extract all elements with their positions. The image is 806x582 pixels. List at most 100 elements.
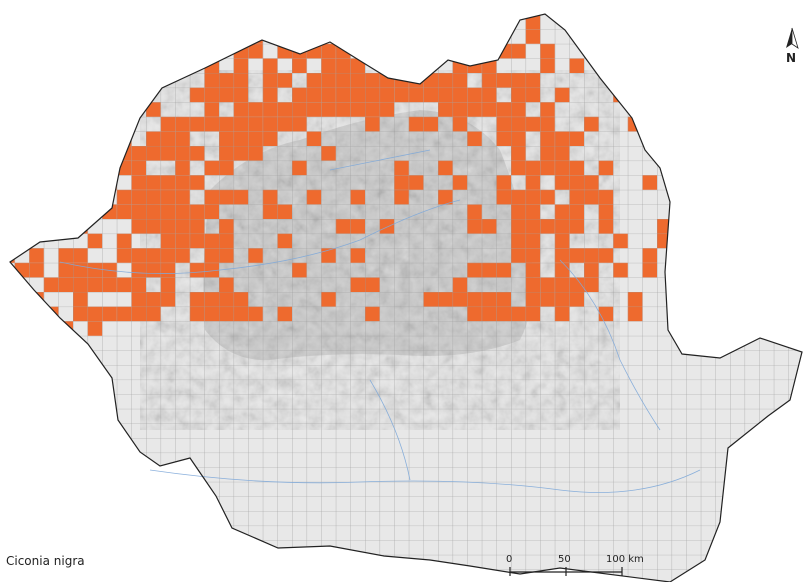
presence-cell (715, 14, 730, 15)
presence-cell (350, 14, 365, 15)
presence-cell (73, 189, 88, 205)
presence-cell (43, 146, 59, 161)
presence-cell (394, 58, 409, 73)
presence-cell (423, 14, 438, 15)
presence-cell (335, 14, 351, 15)
presence-cell (233, 14, 249, 15)
species-label: Ciconia nigra (6, 554, 85, 568)
presence-cell (10, 189, 15, 205)
presence-cell (686, 262, 701, 278)
presence-cell (408, 43, 424, 59)
presence-cell (788, 73, 802, 88)
presence-cell (759, 87, 774, 103)
presence-cell (788, 277, 802, 292)
presence-cell (335, 14, 351, 30)
presence-cell (14, 189, 30, 205)
presence-cell (43, 14, 59, 30)
north-label: N (786, 51, 796, 65)
presence-cell (452, 14, 468, 15)
presence-cell (146, 73, 161, 88)
presence-cell (73, 14, 88, 30)
presence-cell (306, 29, 322, 44)
presence-cell (686, 189, 701, 205)
presence-cell (744, 292, 760, 307)
presence-cell (87, 146, 103, 161)
presence-cell (73, 87, 88, 103)
scale-label-100: 100 km (606, 554, 644, 565)
presence-cell (43, 219, 59, 234)
presence-cell (730, 29, 745, 44)
presence-cell (14, 321, 30, 336)
presence-cell (788, 233, 802, 249)
presence-cell (715, 306, 730, 322)
presence-cell (481, 14, 497, 15)
presence-cell (540, 14, 555, 15)
presence-cell (613, 29, 628, 44)
presence-cell (627, 87, 643, 103)
presence-cell (730, 189, 745, 205)
presence-cell (715, 116, 730, 132)
presence-cell (773, 204, 789, 219)
presence-cell (73, 73, 88, 88)
presence-cell (759, 219, 774, 234)
presence-cell (773, 219, 789, 234)
presence-cell (715, 189, 730, 205)
presence-cell (700, 14, 716, 30)
presence-cell (671, 14, 687, 30)
presence-cell (335, 29, 351, 44)
presence-cell (481, 14, 497, 30)
presence-cell (365, 14, 380, 15)
presence-cell (102, 175, 117, 190)
presence-cell (10, 233, 15, 249)
presence-cell (467, 14, 482, 15)
presence-cell (379, 29, 395, 44)
presence-cell (73, 116, 88, 132)
presence-cell (496, 14, 511, 15)
presence-cell (29, 116, 44, 132)
presence-cell (759, 233, 774, 249)
presence-cell (423, 29, 438, 44)
presence-cell (350, 14, 365, 30)
north-arrow-icon: N (786, 27, 799, 65)
presence-cell (10, 131, 15, 146)
presence-cell (379, 43, 395, 59)
presence-cell (73, 175, 88, 190)
presence-cell (759, 277, 774, 292)
presence-cell (29, 306, 44, 322)
presence-cell (102, 160, 117, 176)
presence-cell (511, 14, 526, 15)
presence-cell (160, 29, 176, 44)
presence-cell (773, 262, 789, 278)
presence-cell (744, 116, 760, 132)
presence-cell (29, 29, 44, 44)
presence-cell (73, 102, 88, 117)
presence-cell (14, 292, 30, 307)
presence-cell (467, 29, 482, 44)
presence-cell (14, 233, 30, 249)
presence-cell (292, 14, 307, 15)
presence-cell (773, 116, 789, 132)
presence-cell (102, 14, 117, 30)
presence-cell (306, 14, 322, 30)
presence-cell (365, 29, 380, 44)
presence-cell (686, 73, 701, 88)
presence-cell (394, 43, 409, 59)
presence-cell (10, 87, 15, 103)
presence-cell (365, 43, 380, 59)
presence-cell (773, 160, 789, 176)
presence-cell (29, 189, 44, 205)
presence-cell (43, 321, 59, 336)
presence-cell (73, 146, 88, 161)
presence-cell (43, 189, 59, 205)
presence-cell (408, 29, 424, 44)
presence-cell (438, 29, 453, 44)
presence-cell (715, 58, 730, 73)
presence-cell (686, 14, 701, 15)
presence-cell (160, 58, 176, 73)
presence-cell (14, 146, 30, 161)
presence-cell (29, 160, 44, 176)
presence-cell (14, 306, 30, 322)
presence-cell (306, 14, 322, 15)
presence-cell (14, 175, 30, 190)
scale-bar: 0 50 100 km (506, 554, 644, 576)
